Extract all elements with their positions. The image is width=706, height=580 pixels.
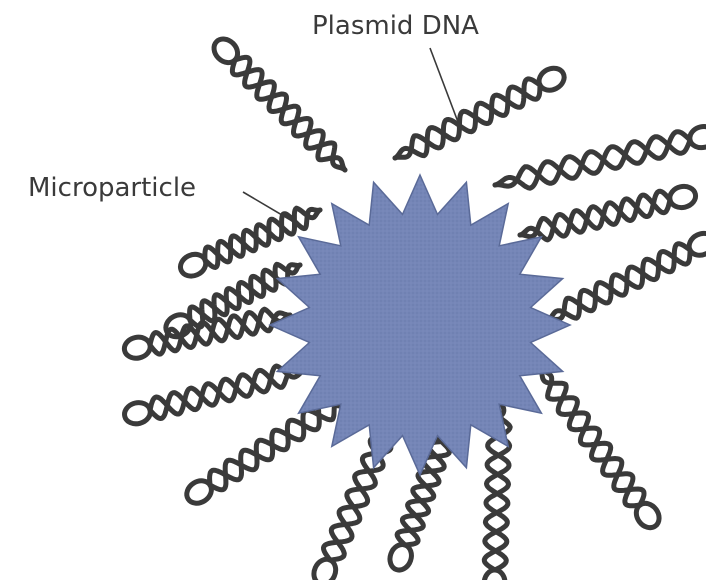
plasmid-strand-8-loop: [387, 542, 415, 573]
plasmid-strand-6-a: [540, 368, 640, 506]
plasmid-strand-4-loop: [668, 184, 698, 210]
microparticle-label: Microparticle: [28, 173, 196, 203]
plasmid-strand-6-b: [540, 368, 644, 505]
plasmid-strand-3-loop: [688, 124, 706, 150]
plasmid-strand-5-a: [548, 250, 690, 320]
plasmid-label-group: Plasmid DNA: [312, 11, 479, 122]
plasmid-strand-2-a: [395, 85, 540, 158]
plasmid-leader-line: [430, 48, 458, 122]
plasmid-strand-1-b: [232, 60, 345, 170]
plasmid-strand-14-a: [205, 209, 320, 262]
plasmid-dna-label: Plasmid DNA: [312, 11, 479, 41]
plasmid-strand-12-loop: [122, 335, 152, 361]
plasmid-strand-1-loop: [209, 34, 242, 67]
plasmid-strand-3-a: [495, 137, 690, 186]
plasmid-strand-10-a: [210, 395, 350, 485]
plasmid-strand-7-loop: [484, 570, 506, 580]
plasmid-strand-1-a: [235, 57, 345, 170]
microparticle-label-group: Microparticle: [28, 173, 304, 228]
plasmid-strand-11-loop: [122, 400, 152, 427]
